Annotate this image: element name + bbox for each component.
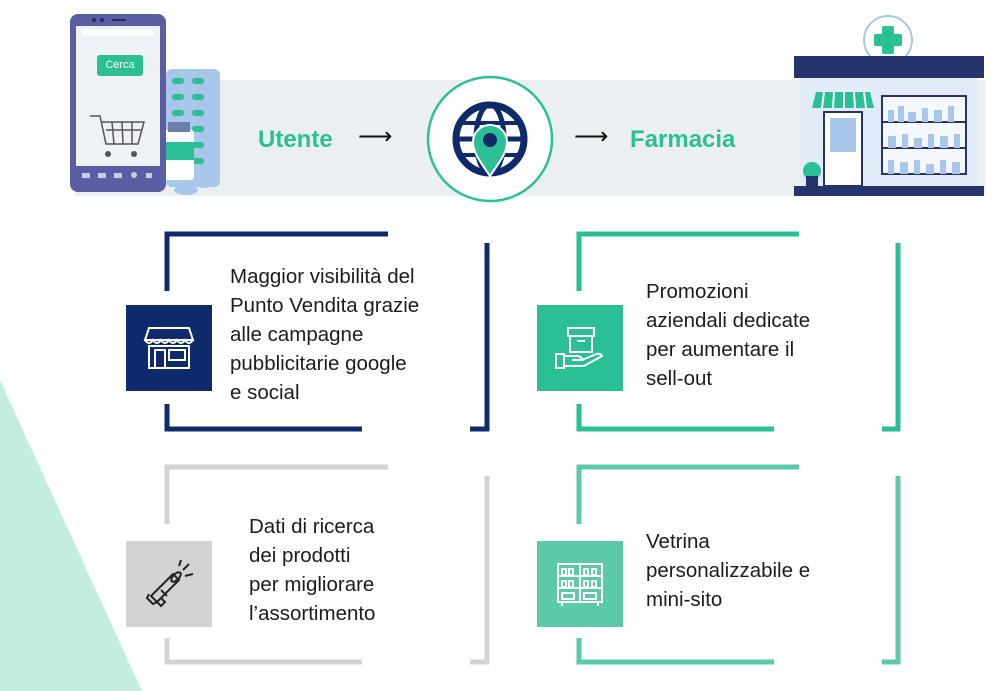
card-promotions-text: Promozioni aziendali dedicate per aument… bbox=[646, 277, 810, 393]
pharmacy-storefront-icon bbox=[794, 15, 984, 196]
card-line: l’assortimento bbox=[249, 602, 376, 625]
card-line: Dati di ricerca bbox=[249, 515, 375, 538]
user-label: Utente bbox=[258, 126, 333, 153]
hand-box-icon bbox=[537, 305, 623, 391]
megaphone-icon bbox=[126, 541, 212, 627]
card-line: mini-sito bbox=[646, 588, 723, 611]
arrow-right-icon: ⟶ bbox=[574, 123, 609, 150]
shop-storefront-icon bbox=[126, 305, 212, 391]
display-shelf-icon bbox=[537, 541, 623, 627]
card-search-data-text: Dati di ricerca dei prodotti per miglior… bbox=[249, 512, 375, 628]
search-button[interactable]: Cerca bbox=[97, 55, 143, 76]
card-showcase-text: Vetrina personalizzabile e mini-sito bbox=[646, 527, 810, 614]
card-line: Maggior visibilità del bbox=[230, 265, 415, 288]
card-line: per aumentare il bbox=[646, 338, 795, 361]
card-line: Promozioni bbox=[646, 280, 749, 303]
card-line: per migliorare bbox=[249, 573, 375, 596]
globe-location-pin-icon bbox=[426, 75, 554, 203]
card-visibility-text: Maggior visibilità del Punto Vendita gra… bbox=[230, 262, 419, 407]
card-line: sell-out bbox=[646, 367, 713, 390]
card-line: personalizzabile e bbox=[646, 559, 811, 582]
card-line: Punto Vendita grazie bbox=[230, 294, 420, 317]
card-line: dei prodotti bbox=[249, 544, 351, 567]
card-line: Vetrina bbox=[646, 530, 710, 553]
card-line: alle campagne bbox=[230, 323, 364, 346]
smartphone-shopping-cart-icon bbox=[70, 14, 220, 195]
card-line: aziendali dedicate bbox=[646, 309, 811, 332]
card-line: e social bbox=[230, 381, 300, 404]
arrow-right-icon: ⟶ bbox=[358, 123, 393, 150]
pharmacy-label: Farmacia bbox=[630, 126, 736, 153]
card-line: pubblicitarie google bbox=[230, 352, 407, 375]
